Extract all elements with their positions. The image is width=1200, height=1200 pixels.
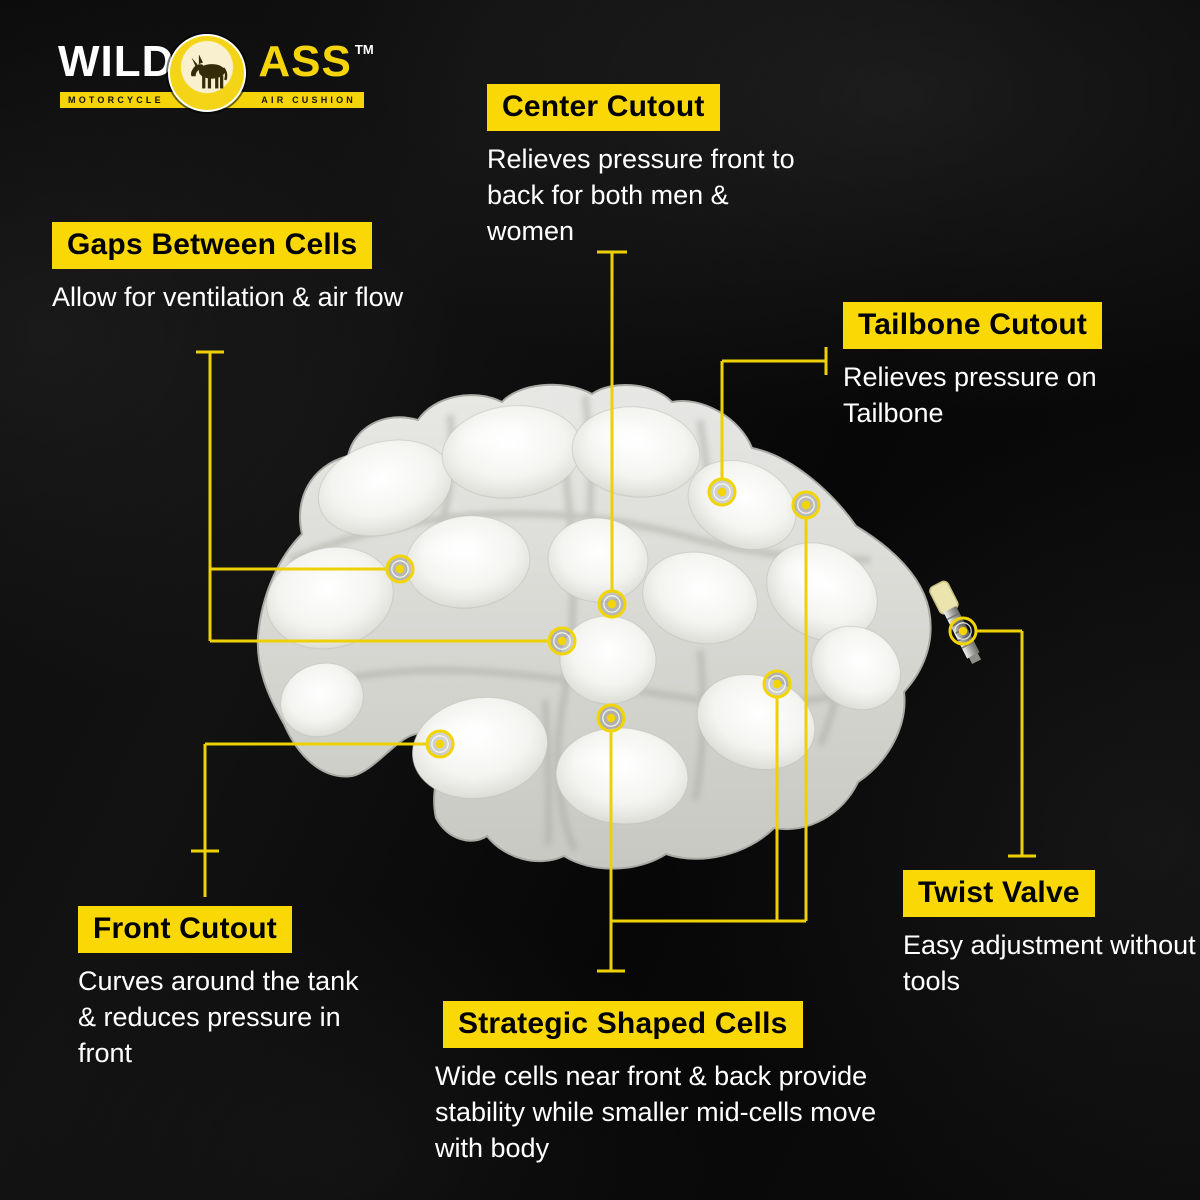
brand-wordmark: WILD ASS TM — [58, 40, 374, 84]
tailbone-cutout-marker — [707, 477, 737, 507]
air-cell — [266, 546, 394, 650]
callout-strategic-shaped-cells: Strategic Shaped Cells Wide cells near f… — [435, 1001, 885, 1167]
air-cell — [411, 696, 549, 800]
callout-desc-strategic-shaped-cells: Wide cells near front & back provide sta… — [435, 1061, 877, 1163]
strategic-cells-marker-2 — [762, 669, 792, 699]
callout-desc-front-cutout: Curves around the tank & reduces pressur… — [78, 966, 359, 1068]
callout-gaps-between-cells: Gaps Between Cells Allow for ventilation… — [52, 222, 422, 316]
strategic-cells-marker-3 — [596, 703, 626, 733]
gaps-marker-2 — [547, 626, 577, 656]
callout-desc-twist-valve: Easy adjustment without tools — [903, 930, 1196, 996]
callout-desc-center-cutout: Relieves pressure front to back for both… — [487, 144, 795, 246]
brand-tagline-motorcycle: MOTORCYCLE — [68, 95, 164, 105]
front-cutout-leader — [191, 742, 427, 897]
twist-valve-leader — [976, 629, 1036, 858]
twist-valve-marker — [948, 616, 978, 646]
tailbone-cutout-leader — [720, 347, 828, 479]
brand-word-wild: WILD — [58, 37, 175, 86]
callout-title-gaps-between-cells: Gaps Between Cells — [52, 222, 373, 269]
strategic-cells-marker-1 — [791, 490, 821, 520]
brand-logo: WILD ASS TM MOTORCYCLE AIR CUSHION — [58, 34, 374, 114]
air-cushion-photo — [256, 383, 982, 870]
callout-title-front-cutout: Front Cutout — [78, 906, 292, 953]
air-cell — [811, 625, 901, 711]
strategic-cells-leader — [597, 518, 808, 973]
gaps-marker-1 — [385, 554, 415, 584]
callout-desc-gaps-between-cells: Allow for ventilation & air flow — [52, 282, 404, 312]
front-cutout-marker — [425, 729, 455, 759]
callout-title-tailbone-cutout: Tailbone Cutout — [843, 302, 1103, 349]
brand-word-ass: ASS — [258, 37, 352, 86]
callout-twist-valve: Twist Valve Easy adjustment without tool… — [903, 870, 1200, 1000]
leader-lines — [191, 250, 1036, 973]
callout-center-cutout: Center Cutout Relieves pressure front to… — [487, 84, 807, 250]
callout-tailbone-cutout: Tailbone Cutout Relieves pressure on Tai… — [843, 302, 1178, 432]
callout-front-cutout: Front Cutout Curves around the tank & re… — [78, 906, 378, 1072]
air-cells — [266, 405, 901, 825]
center-cutout-marker — [597, 589, 627, 619]
center-cutout-leader — [597, 250, 627, 591]
callout-title-twist-valve: Twist Valve — [903, 870, 1095, 917]
brand-trademark: TM — [354, 42, 374, 57]
callout-title-center-cutout: Center Cutout — [487, 84, 720, 131]
callout-title-strategic-shaped-cells: Strategic Shaped Cells — [443, 1001, 803, 1048]
donkey-icon — [191, 54, 228, 89]
cell-highlights — [422, 421, 830, 774]
callout-desc-tailbone-cutout: Relieves pressure on Tailbone — [843, 362, 1097, 428]
air-cell — [280, 662, 364, 738]
donkey-badge — [168, 34, 246, 112]
brand-tagline-aircushion: AIR CUSHION — [261, 95, 356, 105]
gaps-between-cells-leader — [196, 350, 549, 643]
air-cell — [642, 551, 758, 645]
air-cell — [547, 517, 649, 603]
